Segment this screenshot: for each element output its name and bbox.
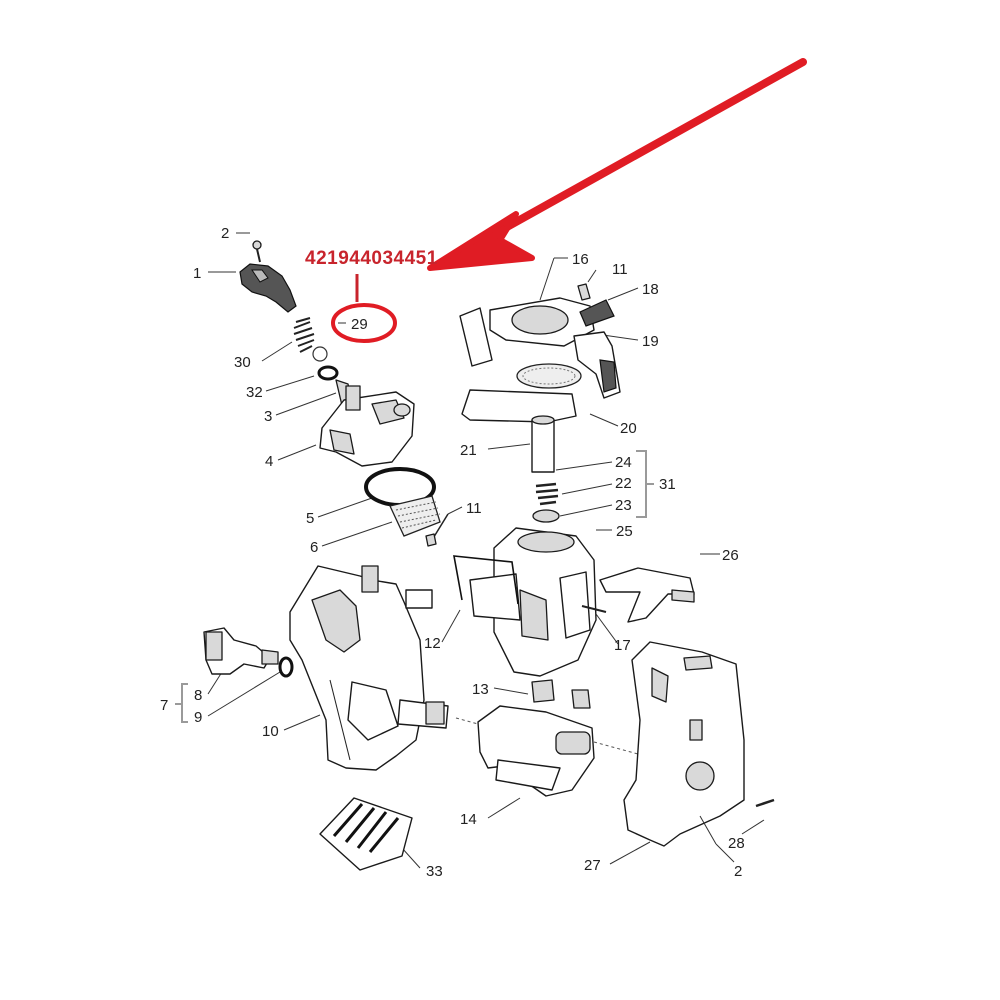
part-2-screw-bottom	[699, 815, 735, 863]
label-9: 9	[194, 709, 202, 726]
callout-labels: 2 1 30 32 3 4 5 6 11 7 8 9 10 33 16 11 1…	[160, 225, 745, 880]
red-pointer-arrow	[427, 58, 807, 271]
label-2-bottom: 2	[734, 863, 742, 880]
label-33: 33	[426, 863, 443, 880]
label-11-right: 11	[612, 261, 628, 278]
part-6-filter	[321, 495, 441, 547]
part-18-lever	[579, 287, 639, 327]
part-33-drip-grid	[319, 797, 421, 871]
label-7: 7	[160, 697, 168, 714]
part-21-shaft	[487, 415, 555, 473]
part-30-spring	[261, 317, 315, 362]
label-4: 4	[265, 453, 273, 470]
label-14: 14	[460, 811, 477, 828]
label-16: 16	[572, 251, 589, 268]
part-26-lever	[599, 553, 720, 623]
label-10: 10	[262, 723, 279, 740]
label-2-top: 2	[221, 225, 229, 242]
part-23-seal	[532, 509, 560, 523]
part-11-screw-right	[577, 269, 597, 301]
part-7-nozzle-group	[175, 627, 294, 723]
label-30: 30	[234, 354, 251, 371]
label-5: 5	[306, 510, 314, 527]
label-17: 17	[614, 637, 631, 654]
part-sieve-disc	[516, 363, 582, 389]
label-1: 1	[193, 265, 201, 282]
part-25-brew-housing	[469, 527, 612, 677]
part-13-blocks	[493, 679, 591, 709]
label-21: 21	[460, 442, 477, 459]
highlight-callout: 421944034451 29	[305, 248, 438, 343]
part-11-screw-left	[425, 506, 463, 547]
label-18: 18	[642, 281, 659, 298]
part-4-valve-housing	[277, 385, 415, 467]
label-22: 22	[615, 475, 632, 492]
part-2-screw-top	[236, 232, 262, 263]
part-17-pin	[581, 605, 619, 645]
callout-number-29: 29	[351, 316, 368, 333]
part-31-group	[555, 450, 654, 518]
label-27: 27	[584, 857, 601, 874]
label-13: 13	[472, 681, 489, 698]
part-19-handle	[573, 331, 639, 399]
part-16-upper-unit	[459, 257, 595, 367]
label-23: 23	[615, 497, 632, 514]
part-32-oring	[265, 365, 339, 392]
label-32: 32	[246, 384, 263, 401]
label-24: 24	[615, 454, 632, 471]
label-12: 12	[424, 635, 441, 652]
label-20: 20	[620, 420, 637, 437]
part-27-right-frame	[609, 641, 745, 865]
part-20-tray	[461, 389, 619, 427]
part-22-spring	[535, 482, 559, 506]
part-1-valve-body	[208, 263, 297, 313]
part-10-left-frame	[283, 565, 449, 771]
label-3: 3	[264, 408, 272, 425]
part-14-lower-unit	[455, 705, 661, 819]
label-19: 19	[642, 333, 659, 350]
label-11-left: 11	[466, 500, 482, 517]
label-31: 31	[659, 476, 676, 493]
part-29-small-ring	[312, 346, 328, 362]
label-25: 25	[616, 523, 633, 540]
label-8: 8	[194, 687, 202, 704]
part-12-wire-clip	[441, 555, 519, 643]
highlighted-part-number: 421944034451	[305, 248, 438, 269]
callout-circle	[331, 303, 397, 343]
part-28-screw	[741, 798, 775, 835]
label-26: 26	[722, 547, 739, 564]
label-28: 28	[728, 835, 745, 852]
label-6: 6	[310, 539, 318, 556]
